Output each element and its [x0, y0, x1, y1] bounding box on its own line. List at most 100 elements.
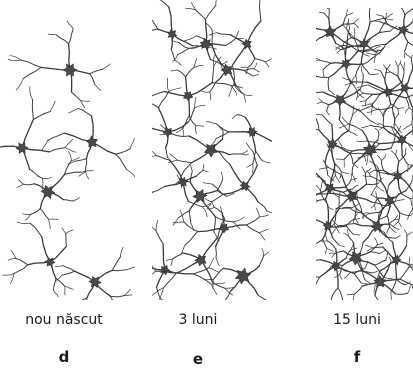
neuron-soma: [88, 275, 102, 289]
panel-e-neurons: [131, 0, 292, 300]
dendrite: [334, 274, 341, 278]
dendrite: [326, 8, 330, 10]
dendrite: [62, 265, 75, 272]
dendrite: [252, 150, 258, 166]
dendrite: [210, 138, 217, 147]
dendrite: [126, 266, 135, 271]
dendrite: [359, 105, 372, 112]
dendrite: [224, 286, 236, 289]
dendrite: [398, 153, 407, 163]
dendrite: [348, 18, 351, 29]
dendrite: [353, 22, 359, 29]
dendrite: [328, 207, 334, 210]
dendrite: [251, 131, 257, 153]
neuron-soma: [348, 251, 363, 266]
dendrite: [243, 68, 255, 71]
neuron-soma: [162, 127, 174, 138]
dendrite: [346, 293, 355, 296]
dendrite: [254, 58, 266, 63]
dendrite: [341, 42, 345, 49]
dendrite: [338, 140, 343, 148]
dendrite: [391, 87, 406, 108]
dendrite: [172, 217, 179, 226]
dendrite: [348, 114, 354, 131]
dendrite: [193, 58, 198, 68]
dendrite: [344, 179, 352, 188]
dendrite: [386, 67, 391, 73]
dendrite: [374, 259, 387, 266]
dendrite: [346, 83, 351, 91]
dendrite: [351, 254, 360, 260]
dendrite: [15, 257, 29, 266]
dendrite: [316, 184, 321, 192]
dendrite: [115, 153, 127, 170]
dendrite: [306, 195, 313, 206]
dendrite: [157, 91, 170, 109]
dendrite: [202, 163, 205, 171]
neuron-soma: [400, 82, 411, 94]
dendrite: [20, 59, 42, 68]
dendrite: [395, 227, 400, 231]
dendrite: [48, 218, 51, 230]
dendrite: [357, 84, 369, 88]
dendrite: [297, 216, 311, 217]
dendrite: [170, 49, 176, 61]
dendrite: [68, 151, 72, 161]
dendrite: [152, 226, 157, 232]
dendrite: [210, 59, 222, 65]
dendrite: [406, 231, 413, 236]
dendrite: [316, 259, 321, 261]
dendrite: [335, 175, 340, 183]
dendrite: [397, 108, 400, 115]
dendrite: [361, 124, 371, 129]
dendrite: [211, 193, 224, 203]
dendrite: [304, 206, 306, 216]
dendrite: [303, 261, 310, 265]
dendrite: [185, 8, 196, 10]
dendrite: [404, 229, 408, 236]
neuron-soma: [44, 256, 56, 268]
dendrite: [142, 89, 144, 101]
dendrite: [229, 153, 243, 156]
dendrite: [329, 164, 336, 189]
dendrite: [152, 91, 165, 97]
dendrite: [397, 60, 402, 67]
dendrite: [331, 252, 336, 258]
dendrite: [374, 128, 379, 132]
dendrite: [235, 30, 240, 39]
dendrite: [207, 47, 217, 50]
dendrite: [390, 125, 396, 136]
dendrite: [401, 68, 405, 82]
dendrite: [343, 301, 349, 309]
dendrite: [325, 198, 329, 208]
dendrite: [376, 197, 383, 209]
dendrite: [55, 265, 63, 268]
dendrite: [390, 134, 396, 149]
dendrite: [355, 75, 358, 85]
dendrite: [342, 14, 347, 25]
dendrite: [131, 126, 146, 132]
dendrite: [200, 236, 219, 261]
dendrite: [47, 132, 65, 142]
dendrite: [316, 200, 319, 203]
dendrite: [409, 264, 413, 271]
dendrite: [54, 274, 63, 282]
dendrite: [352, 105, 355, 115]
dendrite: [253, 68, 260, 73]
dendrite: [377, 227, 385, 233]
dendrite: [286, 134, 292, 142]
dendrite: [53, 289, 59, 298]
dendrite: [369, 169, 375, 174]
neuron-soma: [373, 275, 387, 288]
dendrite: [394, 292, 409, 295]
panel-e-letter: e: [192, 350, 204, 368]
dendrite: [358, 258, 364, 272]
dendrite: [357, 92, 364, 99]
dendrite: [359, 110, 371, 121]
dendrite: [222, 185, 246, 195]
dendrite: [333, 223, 340, 234]
neuron-soma: [239, 180, 251, 192]
dendrite: [393, 221, 399, 227]
neuron-soma: [234, 267, 252, 285]
dendrite: [357, 154, 369, 159]
